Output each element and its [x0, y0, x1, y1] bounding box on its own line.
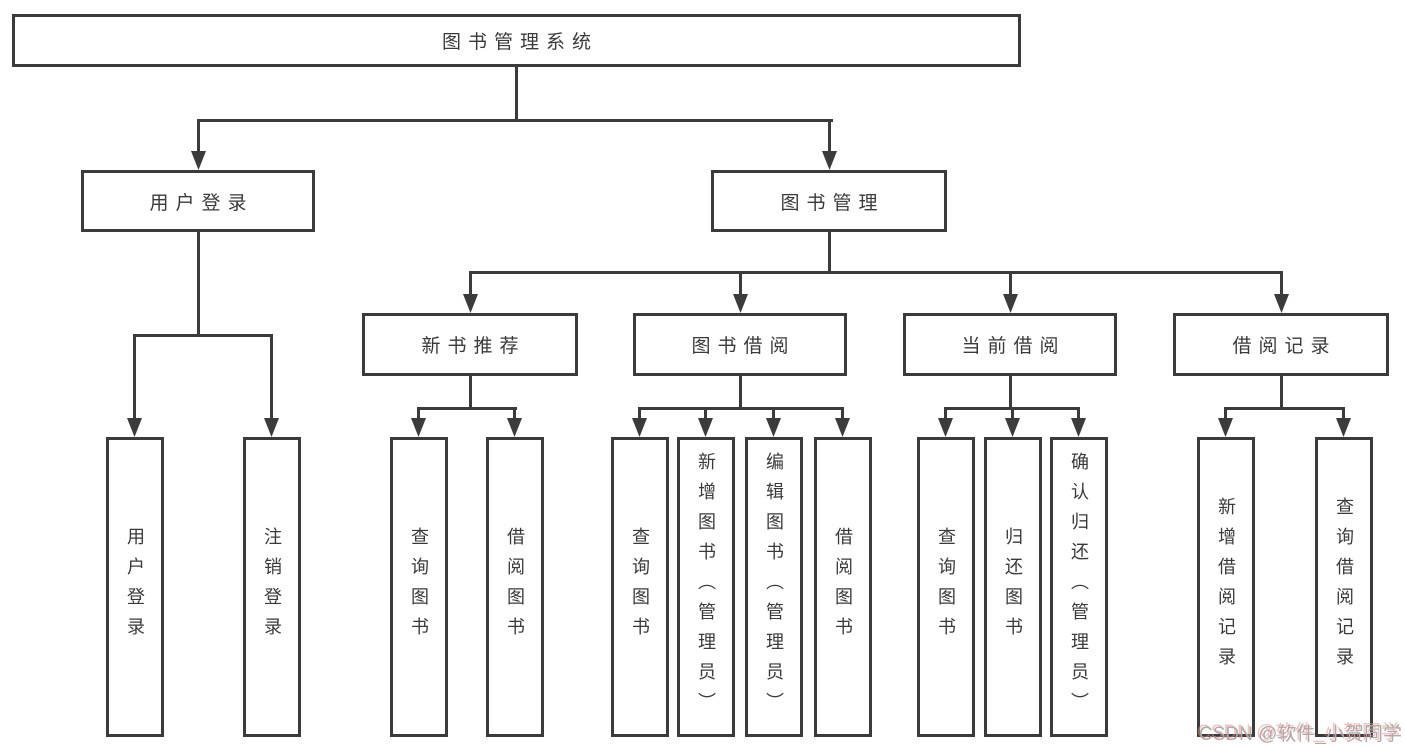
connector-line — [197, 232, 200, 337]
node-label: 图书管理系统 — [441, 32, 598, 53]
arrow-down-icon — [411, 418, 426, 437]
node-root-library-system: 图书管理系统 — [12, 14, 1021, 67]
connector-line — [772, 407, 775, 420]
node-label: 新增借阅记录 — [1216, 497, 1236, 677]
node-book-borrow: 图书借阅 — [633, 313, 847, 376]
connector-line — [1280, 271, 1283, 295]
node-label: 查询图书 — [936, 527, 956, 647]
node-label: 图书借阅 — [691, 336, 796, 357]
connector-line — [469, 271, 472, 295]
arrow-down-icon — [766, 418, 781, 437]
leaf-borrow-books: 借阅图书 — [814, 437, 872, 737]
connector-line — [638, 407, 844, 410]
connector-line — [469, 376, 472, 410]
node-label: 用户登录 — [125, 527, 145, 647]
connector-line — [197, 119, 200, 153]
connector-line — [1280, 376, 1283, 410]
arrow-down-icon — [264, 418, 279, 437]
connector-line — [828, 232, 831, 274]
node-label: 用户登录 — [149, 192, 254, 214]
connector-line — [1009, 376, 1012, 410]
arrow-down-icon — [1005, 418, 1020, 437]
arrow-down-icon — [1071, 418, 1086, 437]
connector-line — [1224, 407, 1345, 410]
leaf-add-borrow-record: 新增借阅记录 — [1197, 437, 1255, 737]
connector-line — [841, 407, 844, 420]
connector-line — [739, 376, 742, 410]
node-label: 新增图书（管理员） — [696, 452, 716, 722]
arrow-down-icon — [938, 418, 953, 437]
arrow-down-icon — [1336, 418, 1351, 437]
arrow-down-icon — [463, 294, 478, 313]
connector-line — [513, 407, 516, 420]
node-new-book-recommend: 新书推荐 — [362, 313, 578, 376]
connector-line — [1224, 407, 1227, 420]
node-borrow-records: 借阅记录 — [1173, 313, 1389, 376]
csdn-watermark: CSDN @软件_小贺同学 — [1199, 724, 1402, 745]
leaf-query-borrow-record: 查询借阅记录 — [1315, 437, 1373, 737]
node-label: 借阅记录 — [1232, 336, 1337, 357]
leaf-query-books: 查询图书 — [611, 437, 669, 737]
connector-line — [828, 119, 831, 153]
connector-line — [704, 407, 707, 420]
leaf-add-books-admin: 新增图书（管理员） — [677, 437, 735, 737]
arrow-down-icon — [822, 151, 837, 170]
arrow-down-icon — [1003, 294, 1018, 313]
connector-line — [197, 119, 833, 122]
connector-line — [739, 271, 742, 295]
connector-line — [417, 407, 420, 420]
arrow-down-icon — [127, 418, 142, 437]
connector-line — [1009, 271, 1012, 295]
leaf-confirm-return-admin: 确认归还（管理员） — [1050, 437, 1108, 737]
connector-line — [133, 334, 136, 420]
arrow-down-icon — [632, 418, 647, 437]
arrow-down-icon — [507, 418, 522, 437]
node-label: 借阅图书 — [505, 527, 525, 647]
node-book-management: 图书管理 — [711, 170, 947, 232]
node-current-borrow: 当前借阅 — [903, 313, 1117, 376]
leaf-borrow-books-recommend: 借阅图书 — [486, 437, 544, 737]
leaf-user-login: 用户登录 — [106, 437, 164, 737]
arrow-down-icon — [733, 294, 748, 313]
leaf-edit-books-admin: 编辑图书（管理员） — [745, 437, 803, 737]
connector-line — [638, 407, 641, 420]
arrow-down-icon — [698, 418, 713, 437]
connector-line — [270, 334, 273, 420]
node-label: 借阅图书 — [833, 527, 853, 647]
node-label: 查询图书 — [630, 527, 650, 647]
connector-line — [469, 271, 1283, 274]
node-label: 查询图书 — [409, 527, 429, 647]
node-user-login: 用户登录 — [81, 170, 315, 232]
leaf-logout: 注销登录 — [243, 437, 301, 737]
node-label: 确认归还（管理员） — [1069, 452, 1089, 722]
arrow-down-icon — [191, 151, 206, 170]
node-label: 注销登录 — [262, 527, 282, 647]
node-label: 图书管理 — [780, 192, 885, 214]
leaf-query-books-recommend: 查询图书 — [390, 437, 448, 737]
connector-line — [417, 407, 517, 410]
connector-line — [944, 407, 947, 420]
node-label: 查询借阅记录 — [1334, 497, 1354, 677]
node-label: 当前借阅 — [961, 336, 1066, 357]
leaf-query-books-current: 查询图书 — [917, 437, 975, 737]
node-label: 编辑图书（管理员） — [764, 452, 784, 722]
arrow-down-icon — [1218, 418, 1233, 437]
node-label: 新书推荐 — [421, 336, 526, 357]
arrow-down-icon — [835, 418, 850, 437]
connector-line — [133, 334, 273, 337]
connector-line — [1077, 407, 1080, 420]
node-label: 归还图书 — [1003, 527, 1023, 647]
leaf-return-books: 归还图书 — [984, 437, 1042, 737]
connector-line — [1011, 407, 1014, 420]
arrow-down-icon — [1274, 294, 1289, 313]
connector-line — [515, 67, 518, 122]
connector-line — [1342, 407, 1345, 420]
